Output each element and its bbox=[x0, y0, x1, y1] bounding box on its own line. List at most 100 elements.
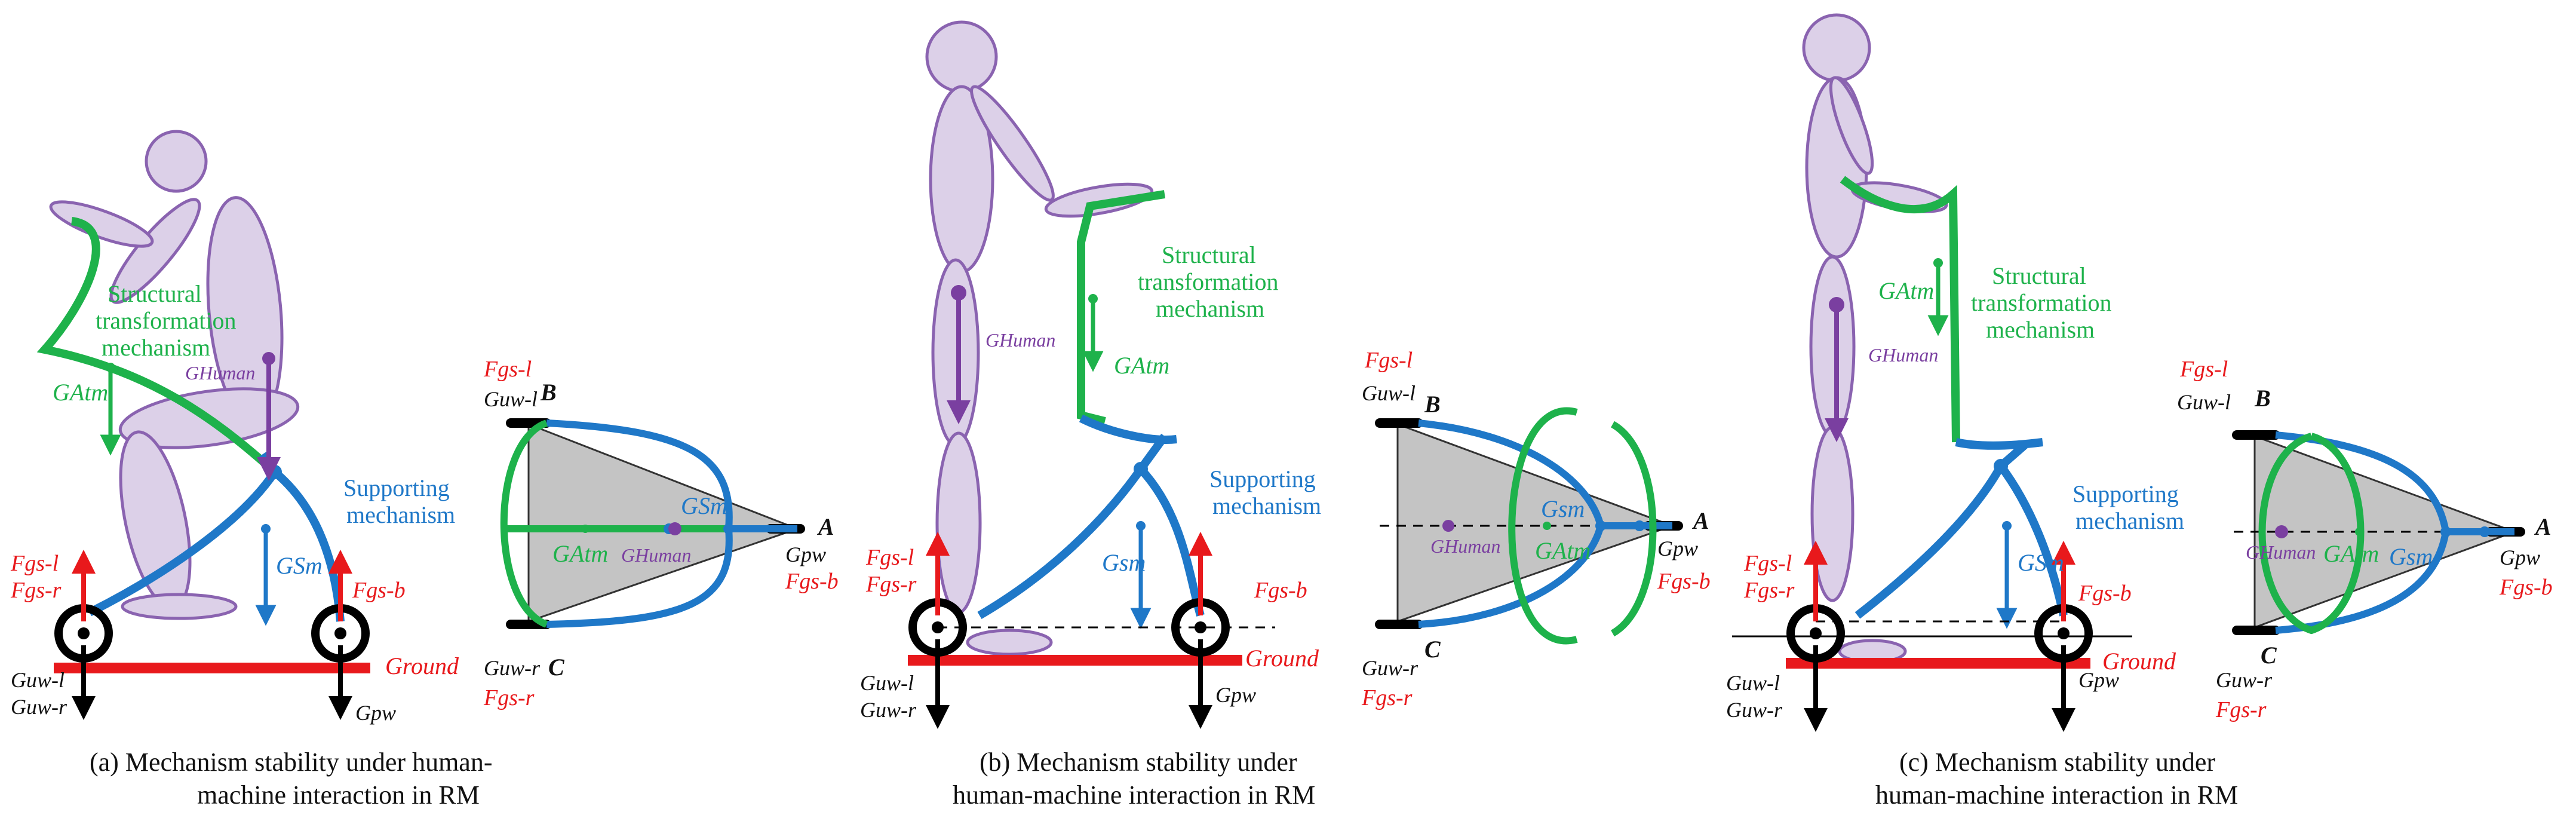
supporting-mechanism-b bbox=[977, 414, 1205, 620]
top-f-gsb-label-c: Fgs-b bbox=[2499, 575, 2553, 600]
g-pw-label-b: Gpw bbox=[1215, 683, 1256, 707]
structural-mechanism-b bbox=[1077, 190, 1166, 425]
f-gsr-label-c: Fgs-r bbox=[1743, 578, 1795, 603]
top-b-label-b: B bbox=[1424, 391, 1441, 418]
human-figure-c bbox=[1802, 13, 1948, 664]
ground-label-a: Ground bbox=[385, 652, 459, 679]
f-gsl-label-b: Fgs-l bbox=[865, 545, 914, 570]
top-g-atm-label-a: GAtm bbox=[552, 540, 608, 567]
structural-label-1-a: Structural bbox=[108, 280, 202, 307]
top-f-gsb-label-b: Fgs-b bbox=[1657, 569, 1711, 594]
top-f-gsr-label-c: Fgs-r bbox=[2215, 697, 2267, 722]
side-view-c: Structural transformation mechanism GAtm… bbox=[1726, 13, 2184, 732]
g-uwr-label-a: Guw-r bbox=[11, 695, 67, 719]
g-human-label-c: GHuman bbox=[1868, 344, 1938, 366]
supporting-label-1-c: Supporting bbox=[2073, 480, 2179, 507]
top-f-gsr-label-b: Fgs-r bbox=[1361, 685, 1413, 710]
structural-mechanism-c bbox=[1840, 176, 1960, 443]
g-uwl-label-a: Guw-l bbox=[11, 668, 65, 692]
ground-label-b: Ground bbox=[1245, 645, 1319, 672]
top-c-label-c: C bbox=[2261, 642, 2277, 669]
g-sm-label-a: GSm bbox=[276, 552, 323, 579]
f-gsb-label-c: Fgs-b bbox=[2078, 581, 2132, 606]
caption-line2-b: human-machine interaction in RM bbox=[953, 780, 1315, 810]
top-a-label-b: A bbox=[1691, 507, 1709, 534]
panel-a: Structural transformation mechanism GAtm… bbox=[10, 130, 839, 810]
structural-label-1-b: Structural bbox=[1162, 241, 1256, 268]
top-g-uwl-label-a: Guw-l bbox=[484, 387, 538, 411]
top-b-label-c: B bbox=[2254, 385, 2271, 412]
top-g-sm-label-b: Gsm bbox=[1541, 495, 1585, 522]
structural-label-2-b: transformation bbox=[1138, 268, 1279, 295]
top-g-pw-label-c: Gpw bbox=[2500, 546, 2540, 569]
top-g-uwr-label-a: Guw-r bbox=[484, 656, 541, 680]
top-g-uwl-label-b: Guw-l bbox=[1362, 381, 1416, 405]
structural-label-2-a: transformation bbox=[96, 307, 237, 334]
support-triangle-a bbox=[527, 422, 800, 623]
g-uwr-label-b: Guw-r bbox=[860, 698, 917, 722]
g-human-label-b: GHuman bbox=[985, 329, 1055, 351]
g-uwl-label-c: Guw-l bbox=[1726, 671, 1780, 695]
top-f-gsb-label-a: Fgs-b bbox=[785, 569, 839, 594]
top-g-human-label-c: GHuman bbox=[2246, 541, 2316, 563]
side-view-b: Structural transformation mechanism GAtm… bbox=[860, 20, 1321, 729]
structural-outline-top-b bbox=[1508, 407, 1657, 645]
top-b-label-a: B bbox=[540, 379, 557, 406]
supporting-label-2-b: mechanism bbox=[1212, 492, 1321, 519]
top-g-pw-label-b: Gpw bbox=[1657, 537, 1698, 560]
top-view-a: Fgs-l Guw-l B C A Guw-r Fgs-r Gpw Fgs-b … bbox=[483, 357, 839, 710]
structural-label-2-c: transformation bbox=[1971, 289, 2112, 316]
panel-b: Structural transformation mechanism GAtm… bbox=[860, 20, 1711, 810]
side-view-a: Structural transformation mechanism GAtm… bbox=[10, 130, 459, 725]
supporting-label-1-a: Supporting bbox=[343, 474, 450, 501]
structural-label-1-c: Structural bbox=[1992, 262, 2086, 289]
structural-outline-top-a bbox=[500, 419, 729, 628]
top-g-pw-label-a: Gpw bbox=[785, 543, 826, 566]
g-human-label-a: GHuman bbox=[185, 362, 255, 384]
top-view-c: Fgs-l Guw-l B C A Guw-r Fgs-r Gpw Fgs-b … bbox=[2177, 357, 2553, 722]
top-f-gsl-label-b: Fgs-l bbox=[1364, 348, 1413, 373]
structural-label-3-b: mechanism bbox=[1156, 295, 1264, 322]
structural-label-3-a: mechanism bbox=[102, 334, 210, 361]
g-pw-label-c: Gpw bbox=[2078, 668, 2119, 692]
top-g-uwr-label-c: Guw-r bbox=[2216, 668, 2273, 692]
supporting-mechanism-c bbox=[1855, 438, 2068, 619]
g-uwr-label-c: Guw-r bbox=[1726, 698, 1783, 722]
top-f-gsl-label-c: Fgs-l bbox=[2179, 357, 2228, 382]
support-triangle-b bbox=[1396, 422, 1675, 623]
top-g-sm-label-c: Gsm bbox=[2389, 543, 2433, 570]
top-g-uwl-label-c: Guw-l bbox=[2177, 390, 2231, 414]
g-sm-label-b: Gsm bbox=[1102, 549, 1146, 576]
top-g-atm-label-c: GAtm bbox=[2323, 540, 2379, 567]
top-g-sm-label-a: GSm bbox=[681, 492, 727, 519]
top-g-human-label-b: GHuman bbox=[1430, 535, 1500, 557]
top-a-label-a: A bbox=[816, 513, 834, 540]
supporting-label-1-b: Supporting bbox=[1209, 465, 1316, 492]
f-gsl-label-a: Fgs-l bbox=[10, 551, 59, 576]
top-g-atm-label-b: GAtm bbox=[1535, 537, 1591, 564]
caption-line2-c: human-machine interaction in RM bbox=[1875, 780, 2238, 810]
panel-c: Structural transformation mechanism GAtm… bbox=[1726, 13, 2553, 810]
f-gsr-label-a: Fgs-r bbox=[10, 578, 62, 603]
human-figure-a bbox=[49, 130, 300, 620]
structural-outline-top-c bbox=[2258, 433, 2365, 635]
ground-label-c: Ground bbox=[2102, 648, 2176, 675]
f-gsb-label-b: Fgs-b bbox=[1254, 578, 1307, 603]
supporting-label-2-c: mechanism bbox=[2075, 507, 2184, 534]
top-f-gsr-label-a: Fgs-r bbox=[483, 685, 535, 710]
g-atm-label-c: GAtm bbox=[1878, 277, 1934, 304]
caption-line1-a: (a) Mechanism stability under human- bbox=[90, 747, 492, 777]
supporting-label-2-a: mechanism bbox=[346, 501, 455, 528]
caption-line1-c: (c) Mechanism stability under bbox=[1899, 747, 2215, 777]
caption-line2-a: machine interaction in RM bbox=[197, 780, 480, 810]
top-g-uwr-label-b: Guw-r bbox=[1362, 656, 1419, 680]
top-c-label-a: C bbox=[548, 654, 565, 681]
f-gsb-label-a: Fgs-b bbox=[352, 578, 406, 603]
g-pw-label-a: Gpw bbox=[355, 701, 396, 725]
g-uwl-label-b: Guw-l bbox=[860, 671, 914, 695]
g-sm-label-c: GSm bbox=[2018, 549, 2064, 576]
structural-label-3-c: mechanism bbox=[1986, 316, 2095, 343]
top-f-gsl-label-a: Fgs-l bbox=[483, 357, 532, 382]
top-a-label-c: A bbox=[2534, 513, 2552, 540]
